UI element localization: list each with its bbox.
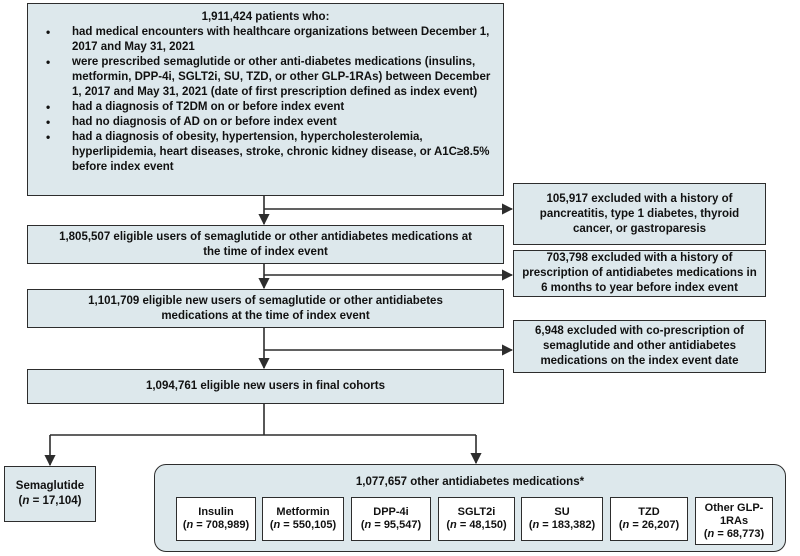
drug-name: TZD: [638, 506, 660, 518]
semaglutide-label: Semaglutide: [15, 480, 85, 492]
eligible-new-users-text: 1,101,709 eligible new users of semaglut…: [88, 294, 443, 322]
drug-name: SU: [554, 506, 570, 518]
drug-box-insulin: Insulin (n = 708,989): [176, 497, 256, 541]
final-cohort-box: 1,094,761 eligible new users in final co…: [27, 369, 504, 404]
drug-box-su: SU (n = 183,382): [521, 497, 603, 541]
exclusion-box-1: 105,917 excluded with a history of pancr…: [513, 183, 766, 245]
drug-box-sglt2i: SGLT2i (n = 48,150): [438, 497, 515, 541]
eligible-users-box: 1,805,507 eligible users of semaglutide …: [27, 225, 504, 264]
drug-count: (n = 550,105): [269, 519, 337, 531]
exclusion-box-2: 703,798 excluded with a history of presc…: [513, 250, 766, 297]
exclusion-3-text: 6,948 excluded with co-prescription of s…: [535, 325, 744, 367]
drug-count: (n = 183,382): [528, 519, 596, 531]
drug-count: (n = 68,773): [703, 527, 765, 540]
drug-box-tzd: TZD (n = 26,207): [610, 497, 688, 541]
drug-name: SGLT2i: [457, 506, 496, 518]
final-cohort-text: 1,094,761 eligible new users in final co…: [145, 380, 386, 392]
other-medications-box: 1,077,657 other antidiabetes medications…: [154, 464, 786, 552]
drug-name: DPP-4i: [373, 506, 409, 518]
criterion-item: had medical encounters with healthcare o…: [46, 25, 493, 55]
drug-name: Metformin: [276, 506, 330, 518]
criterion-item: had a diagnosis of T2DM on or before ind…: [46, 100, 493, 115]
criterion-item: had a diagnosis of obesity, hypertension…: [46, 130, 493, 175]
drug-name: Other GLP-1RAs: [704, 501, 764, 527]
criterion-item: had no diagnosis of AD on or before inde…: [46, 115, 493, 130]
drug-count: (n = 26,207): [618, 519, 680, 531]
drug-box-other-glp1ras: Other GLP-1RAs (n = 68,773): [695, 497, 773, 545]
source-population-title: 1,911,424 patients who:: [201, 11, 330, 23]
eligible-new-users-box: 1,101,709 eligible new users of semaglut…: [27, 289, 504, 328]
drug-count: (n = 708,989): [182, 519, 250, 531]
drug-count: (n = 95,547): [360, 519, 422, 531]
drug-box-dpp4i: DPP-4i (n = 95,547): [351, 497, 431, 541]
drug-box-metformin: Metformin (n = 550,105): [262, 497, 344, 541]
drug-name: Insulin: [198, 506, 234, 518]
semaglutide-count: (n = 17,104): [18, 495, 82, 507]
other-medications-title: 1,077,657 other antidiabetes medications…: [355, 476, 585, 488]
exclusion-1-text: 105,917 excluded with a history of pancr…: [539, 192, 740, 235]
eligible-users-text: 1,805,507 eligible users of semaglutide …: [59, 230, 472, 258]
exclusion-2-text: 703,798 excluded with a history of presc…: [522, 252, 757, 294]
exclusion-box-3: 6,948 excluded with co-prescription of s…: [513, 320, 766, 373]
source-population-box: 1,911,424 patients who: had medical enco…: [27, 3, 504, 196]
inclusion-criteria-list: had medical encounters with healthcare o…: [38, 25, 493, 175]
semaglutide-box: Semaglutide (n = 17,104): [4, 466, 96, 522]
criterion-item: were prescribed semaglutide or other ant…: [46, 55, 493, 100]
drug-count: (n = 48,150): [446, 519, 507, 531]
